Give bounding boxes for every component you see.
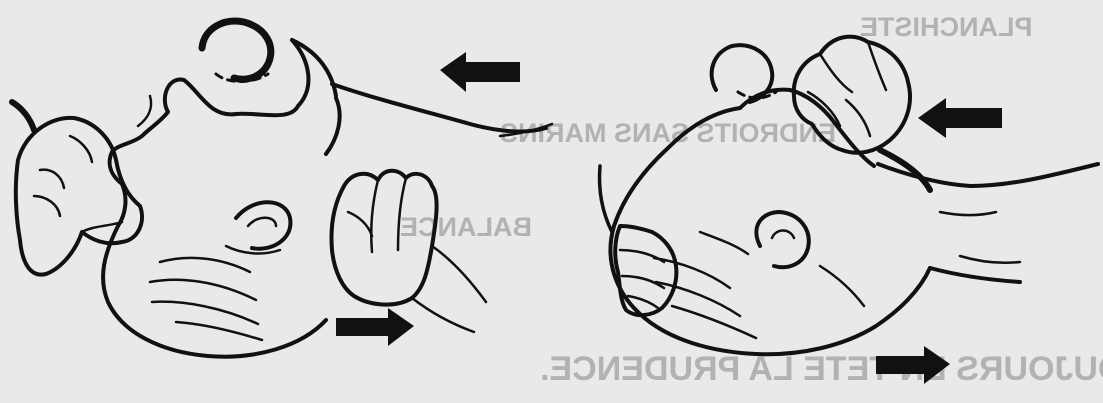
right-arrow-right	[876, 346, 950, 384]
left-head	[103, 40, 336, 357]
left-arrow-up-left	[440, 52, 520, 92]
left-nose	[202, 21, 271, 79]
left-hand-chin	[332, 171, 487, 332]
left-arrow-down-right	[336, 308, 414, 346]
left-panel	[12, 21, 552, 357]
right-head	[610, 90, 930, 355]
right-torso	[930, 268, 1020, 282]
right-arrow-left	[918, 98, 1002, 138]
left-neck	[332, 84, 546, 131]
left-collar	[326, 98, 340, 154]
right-panel	[600, 37, 1099, 384]
right-hand-chin	[794, 37, 910, 153]
